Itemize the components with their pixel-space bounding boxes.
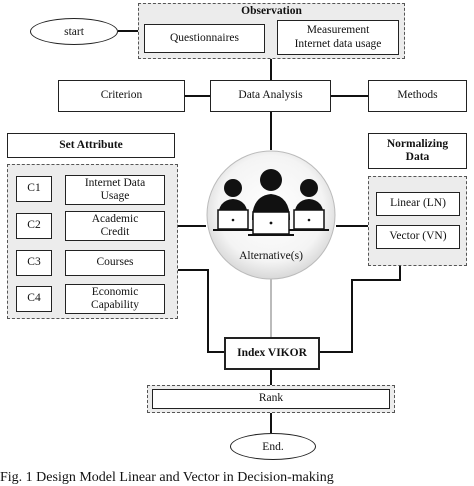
set-attribute-title: Set Attribute bbox=[7, 133, 175, 158]
index-vikor-label: Index VIKOR bbox=[237, 346, 307, 359]
criterion-box: Criterion bbox=[58, 80, 185, 112]
normalizing-title: Normalizing Data bbox=[368, 133, 467, 169]
attribute-name-c1: Internet Data Usage bbox=[65, 175, 165, 205]
figure-caption: Fig. 1 Design Model Linear and Vector in… bbox=[0, 470, 334, 485]
attribute-code-c2: C2 bbox=[16, 213, 52, 239]
alternatives-node bbox=[206, 150, 336, 280]
attribute-name-c4-line-1: Economic bbox=[91, 285, 139, 298]
rank-box: Rank bbox=[152, 389, 390, 409]
people-at-laptops-icon bbox=[213, 169, 329, 236]
vector-label: Vector (VN) bbox=[389, 230, 447, 243]
normalizing-title-line-1: Normalizing bbox=[386, 137, 449, 150]
alternatives-label: Alternative(s) bbox=[239, 250, 303, 262]
end-label: End. bbox=[262, 440, 284, 453]
measurement-line-1: Measurement bbox=[306, 24, 370, 37]
data-analysis-box: Data Analysis bbox=[210, 80, 331, 112]
linear-box: Linear (LN) bbox=[376, 192, 460, 216]
attribute-code-c1-label: C1 bbox=[27, 182, 41, 195]
attribute-name-c2-line-1: Academic bbox=[91, 212, 139, 225]
attribute-code-c3-label: C3 bbox=[27, 256, 41, 269]
attribute-code-c3: C3 bbox=[16, 250, 52, 276]
start-node: start bbox=[30, 18, 118, 45]
end-node: End. bbox=[230, 433, 316, 460]
measurement-box: Measurement Internet data usage bbox=[277, 20, 399, 55]
normalizing-title-line-2: Data bbox=[405, 151, 430, 163]
attribute-to-vikor-line bbox=[178, 269, 224, 353]
data-analysis-label: Data Analysis bbox=[238, 89, 303, 102]
methods-box: Methods bbox=[368, 80, 467, 112]
methods-label: Methods bbox=[397, 89, 438, 102]
attribute-code-c2-label: C2 bbox=[27, 219, 41, 232]
questionnaires-label: Questionnaires bbox=[170, 31, 239, 44]
start-label: start bbox=[64, 25, 84, 38]
observation-title: Observation bbox=[241, 5, 302, 17]
set-attribute-title-label: Set Attribute bbox=[59, 138, 123, 151]
attribute-name-c4: Economic Capability bbox=[65, 284, 165, 314]
attribute-code-c1: C1 bbox=[16, 176, 52, 202]
attribute-name-c3: Courses bbox=[65, 250, 165, 276]
rank-label: Rank bbox=[258, 392, 284, 405]
attribute-name-c2-line-2: Credit bbox=[100, 226, 130, 238]
attribute-code-c4-label: C4 bbox=[27, 292, 41, 305]
normalizing-group bbox=[368, 176, 467, 266]
normalizing-to-vikor-line bbox=[320, 266, 401, 353]
linear-label: Linear (LN) bbox=[390, 197, 446, 210]
index-vikor-box: Index VIKOR bbox=[224, 337, 320, 370]
attribute-code-c4: C4 bbox=[16, 286, 52, 312]
attribute-name-c3-line-1: Courses bbox=[96, 256, 134, 269]
vector-box: Vector (VN) bbox=[376, 225, 460, 249]
attribute-name-c2: Academic Credit bbox=[65, 211, 165, 241]
attribute-name-c1-line-1: Internet Data bbox=[84, 176, 146, 189]
measurement-line-2: Internet data usage bbox=[294, 37, 382, 50]
attribute-name-c1-line-2: Usage bbox=[100, 190, 130, 202]
attribute-name-c4-line-2: Capability bbox=[91, 299, 139, 311]
questionnaires-box: Questionnaires bbox=[144, 24, 265, 53]
criterion-label: Criterion bbox=[100, 89, 143, 102]
